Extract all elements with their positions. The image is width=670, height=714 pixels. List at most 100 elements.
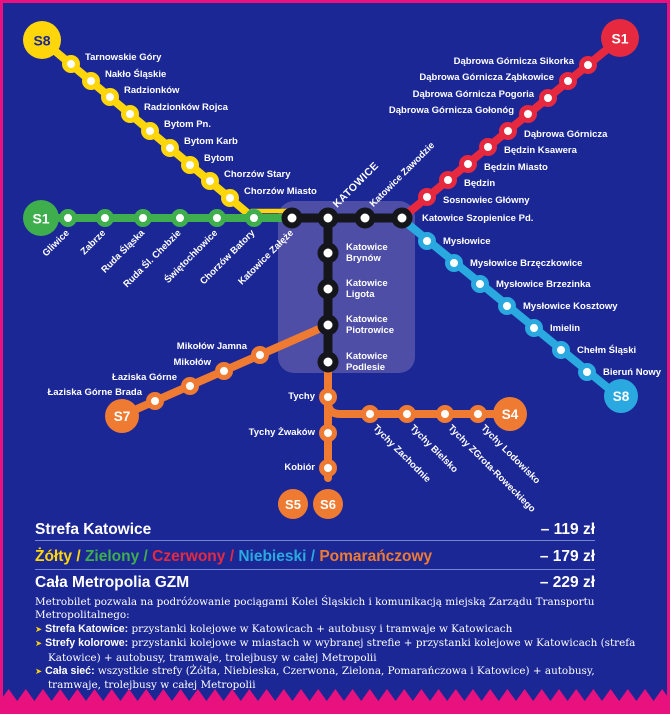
- station-dot: [171, 209, 189, 227]
- bullet-text: przystanki kolejowe w Katowicach + autob…: [131, 622, 513, 635]
- station-dot: [59, 209, 77, 227]
- station-dot: [439, 171, 457, 189]
- badge-S7: S7: [105, 399, 139, 433]
- station-dot: [181, 377, 199, 395]
- badge-label: S8: [613, 389, 630, 404]
- station-dot: [201, 172, 219, 190]
- zone-name-czerwony: Czerwony: [152, 548, 226, 565]
- zone-name-pomarańczowy: Pomarańczowy: [319, 548, 433, 565]
- frame-border-top: [0, 0, 670, 3]
- pricing-price: – 229 zł: [539, 574, 595, 591]
- zone-name-niebieski: Niebieski: [238, 548, 307, 565]
- station-dot: [459, 155, 477, 173]
- zone-name-slash: /: [310, 548, 316, 565]
- zone-name-slash: /: [143, 548, 148, 565]
- bullet-arrow-icon: ➤: [35, 624, 43, 635]
- pricing-price: – 179 zł: [539, 548, 595, 565]
- station-dot: [436, 405, 454, 423]
- badge-label: S8: [33, 33, 50, 49]
- zigzag-path: [0, 689, 670, 714]
- station-dot: [479, 138, 497, 156]
- station-dot: [354, 207, 376, 229]
- pricing-label: Strefa Katowice: [35, 521, 152, 538]
- bullet-text: przystanki kolejowe w miastach w wybrane…: [48, 637, 636, 664]
- pricing-row-gzm: Cała Metropolia GZM – 229 zł: [35, 574, 595, 592]
- station-dot: [134, 209, 152, 227]
- badge-S1: S1: [23, 200, 59, 236]
- zone-name-slash: /: [76, 548, 81, 565]
- station-dot: [578, 363, 596, 381]
- station-dot: [319, 424, 337, 442]
- station-dot: [215, 362, 233, 380]
- badge-label: S1: [32, 211, 49, 227]
- badge-S5: S5: [278, 489, 308, 519]
- katowice-zone: [278, 201, 415, 373]
- bullet-title: Strefa Katowice:: [45, 622, 129, 635]
- pricing-price: – 119 zł: [540, 521, 595, 538]
- station-dot: [559, 72, 577, 90]
- badge-S6: S6: [313, 489, 343, 519]
- badge-S8: S8: [23, 21, 61, 59]
- station-dot: [418, 232, 436, 250]
- station-dot: [361, 405, 379, 423]
- station-dot: [146, 392, 164, 410]
- station-dot: [101, 88, 119, 106]
- bullet-title: Strefy kolorowe:: [45, 637, 129, 650]
- station-dot: [251, 346, 269, 364]
- station-dot: [498, 297, 516, 315]
- station-dot: [62, 55, 80, 73]
- station-dot: [317, 242, 339, 264]
- station-dot: [317, 207, 339, 229]
- station-dot: [519, 105, 537, 123]
- badge-S8: S8: [604, 379, 638, 413]
- station-dot: [445, 254, 463, 272]
- badge-S1: S1: [601, 19, 639, 57]
- station-dot: [391, 207, 413, 229]
- station-dot: [469, 405, 487, 423]
- station-dot: [281, 207, 303, 229]
- station-dot: [579, 56, 597, 74]
- badge-S4: S4: [493, 397, 527, 431]
- station-dot: [221, 189, 239, 207]
- zone-name-zielony: Zielony: [84, 548, 140, 565]
- badge-label: S1: [611, 31, 628, 47]
- station-dot: [319, 388, 337, 406]
- station-dot: [319, 459, 337, 477]
- bullet-text: wszystkie strefy (Żółta, Niebieska, Czer…: [48, 665, 595, 692]
- bullet-title: Cała sieć:: [45, 665, 95, 678]
- station-dot: [161, 139, 179, 157]
- pricing-row-zones: Żółty / Zielony / Czerwony / Niebieski /…: [35, 548, 595, 566]
- badge-label: S7: [114, 409, 131, 424]
- station-dot: [317, 278, 339, 300]
- station-dot: [398, 405, 416, 423]
- info-bullet-strefa-katowice: ➤Strefa Katowice: przystanki kolejowe w …: [35, 623, 641, 637]
- pricing-row-strefa-katowice: Strefa Katowice – 119 zł: [35, 521, 595, 539]
- bullet-arrow-icon: ➤: [35, 639, 43, 650]
- frame-border-right: [667, 0, 670, 714]
- pricing-zone-names: Żółty / Zielony / Czerwony / Niebieski /…: [35, 548, 432, 565]
- pricing-separator: [35, 569, 595, 570]
- frame-border-left: [0, 0, 3, 714]
- station-dot: [552, 341, 570, 359]
- station-dot: [141, 122, 159, 140]
- info-bullet-strefy-kolorowe: ➤Strefy kolorowe: przystanki kolejowe w …: [35, 637, 641, 665]
- station-dot: [96, 209, 114, 227]
- station-dot: [181, 156, 199, 174]
- info-bullet-cala-siec: ➤Cała sieć: wszystkie strefy (Żółta, Nie…: [35, 665, 641, 693]
- zigzag-border: [0, 689, 670, 714]
- station-dot: [418, 188, 436, 206]
- pricing-separator: [35, 540, 595, 541]
- station-dot: [317, 314, 339, 336]
- station-dot: [317, 351, 339, 373]
- zone-name-slash: /: [229, 548, 235, 565]
- badge-label: S4: [502, 407, 519, 422]
- station-dot: [471, 275, 489, 293]
- station-dot: [82, 72, 100, 90]
- badge-label: S6: [320, 497, 336, 512]
- station-dot: [208, 209, 226, 227]
- pricing-label: Cała Metropolia GZM: [35, 574, 190, 591]
- station-dot: [539, 89, 557, 107]
- zone-name-żółty: Żółty: [35, 548, 73, 565]
